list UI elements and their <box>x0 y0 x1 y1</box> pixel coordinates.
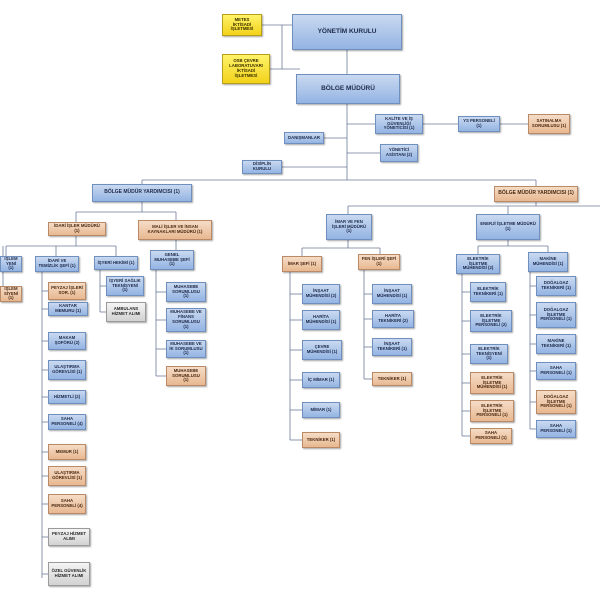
node-fen-sefi: FEN İŞLERİ ŞEFİ (1) <box>358 254 400 270</box>
node-elektrik-tek-2: ELEKTRİK TEKNİSYENİ (1) <box>470 344 508 364</box>
node-harita-muh: HARİTA MÜHENDİSİ (1) <box>302 310 340 330</box>
node-disiplin: DİSİPLİN KURULU <box>242 160 282 174</box>
node-mimar: MİMAR (1) <box>302 402 340 418</box>
node-danismanlar: DANIŞMANLAR <box>284 132 324 144</box>
node-l2: İŞLEM SİYENİ (1) <box>0 286 22 302</box>
node-ambulans: AMBULANS HİZMET ALIMI <box>106 302 146 322</box>
node-dogalgaz-per-2: DOĞALGAZ İŞLETME PERSONELİ (1) <box>536 390 576 414</box>
node-l1: İŞLEM YENİ (1) <box>0 256 22 272</box>
node-muhasebe-sor: MUHASEBE SORUMLUSU (1) <box>166 282 206 302</box>
node-elektrik-muh: ELEKTRİK İŞLETME MÜHENDİSİ (2) <box>456 254 500 274</box>
node-insaat-tek: İNŞAAT TEKNİKERİ (1) <box>372 338 412 356</box>
node-ys-personeli: YS PERSONELİ (1) <box>458 116 500 132</box>
node-osb: OSB ÇEVRE LABORATUVARI İKTİSADİ İŞLETMES… <box>222 54 270 84</box>
node-enerji-mudur: ENERJİ İŞLETME MÜDÜRÜ (1) <box>476 214 540 240</box>
node-metes: METES İKTİSADİ İŞLETMESİ <box>222 14 262 36</box>
node-makine-tek: MAKİNE TEKNİKERİ (1) <box>536 334 576 354</box>
node-harita-tek: HARİTA TEKNİKERİ (2) <box>372 310 414 328</box>
node-ozel-guvenlik: ÖZEL GÜVENLİK HİZMET ALIMI <box>48 562 90 586</box>
node-muhasebe-finans: MUHASEBE VE FİNANS SORUMLUSU (1) <box>166 308 206 332</box>
node-muhasebe-per: MUHASEBE SORUMLUSU (1) <box>166 366 206 386</box>
node-memur: MEMUR (1) <box>48 444 86 460</box>
node-insaat-muh-2: İNŞAAT MÜHENDİSİ (1) <box>372 284 412 304</box>
node-makam: MAKAM ŞOFÖRÜ (2) <box>48 332 86 350</box>
node-tekniker-2: TEKNİKER (1) <box>372 372 412 386</box>
node-saha-3: SAHA PERSONELİ (1) <box>470 428 512 444</box>
node-yonetim-kurulu: YÖNETİM KURULU <box>292 14 402 50</box>
node-saglik-teknisyeni: İŞYERİ SAĞLIK TEKNİSYENİ (1) <box>106 276 144 296</box>
node-saha-5: SAHA PERSONELİ (1) <box>536 420 576 438</box>
node-muhasebe-ik: MUHASEBE VE İK SORUMLUSU (1) <box>166 340 206 358</box>
node-asistan: YÖNETİCİ ASİSTANI (2) <box>380 144 418 162</box>
node-saha-1: SAHA PERSONELİ (4) <box>48 414 86 430</box>
node-bolge-muduru: BÖLGE MÜDÜRÜ <box>296 74 400 104</box>
node-peyzaj-sor: PEYZAJ İŞLERİ SOR. (1) <box>48 282 86 300</box>
node-isyeri-hekimi: İŞYERİ HEKİMİ (1) <box>94 256 138 270</box>
node-muhasebe-sefi: GENEL MUHASEBE ŞEFİ (1) <box>150 250 194 270</box>
node-kalite: KALİTE VE İŞ GÜVENLİĞİ YÖNETİCİSİ (1) <box>375 114 423 134</box>
node-ic-mimar: İÇ MİMAR (1) <box>302 372 340 388</box>
node-kantar: KANTAR MEMURU (1) <box>48 302 88 316</box>
node-ulastirma-1: ULAŞTIRMA GÖREVLİSİ (1) <box>48 360 86 380</box>
node-imar-mudur: İMAR VE FEN İŞLERİ MÜDÜRÜ (1) <box>326 214 372 240</box>
node-idari-mudur: İDARİ İŞLER MÜDÜRÜ (1) <box>48 222 106 236</box>
node-ulastirma-2: ULAŞTIRMA GÖREVLİSİ (1) <box>48 466 86 486</box>
node-insaat-muh-1: İNŞAAT MÜHENDİSİ (2) <box>302 284 340 304</box>
node-dogalgaz-per-1: DOĞALGAZ İŞLETME PERSONELİ (1) <box>536 302 576 328</box>
node-imar-sefi: İMAR ŞEFİ (1) <box>282 256 322 272</box>
node-elektrik-per-2: ELEKTRİK İŞLETME PERSONELİ (1) <box>470 400 514 422</box>
node-elektrik-tek-1: ELEKTRİK TEKNİKERİ (1) <box>470 282 506 302</box>
node-makine-muh: MAKİNE MÜHENDİSİ (1) <box>528 252 568 272</box>
node-hizmetli: HİZMETLİ (2) <box>48 390 86 404</box>
node-bmy-1: BÖLGE MÜDÜR YARDIMCISI (1) <box>92 184 192 202</box>
node-peyzaj-hizmet: PEYZAJ HİZMET ALIMI <box>48 528 90 546</box>
node-tekniker-1: TEKNİKER (1) <box>302 432 340 448</box>
node-dogalgaz-tek: DOĞALGAZ TEKNİKERİ (1) <box>536 276 576 296</box>
node-elektrik-per-1: ELEKTRİK İŞLETME PERSONELİ (2) <box>470 310 512 332</box>
node-satinalma: SATINALMA SORUMLUSU (1) <box>528 114 570 134</box>
node-cevre-muh: ÇEVRE MÜHENDİSİ (1) <box>302 340 342 360</box>
node-bmy-2: BÖLGE MÜDÜR YARDIMCISI (1) <box>494 186 578 202</box>
node-idari-sef: İDARİ VE TEMİZLİK ŞEFİ (1) <box>35 256 79 272</box>
node-elektrik-muh-2: ELEKTRİK İŞLETME MÜHENDİSİ (1) <box>470 372 514 394</box>
node-mali-mudur: MALİ İŞLER VE İNSAN KAYNAKLARI MÜDÜRÜ (1… <box>138 220 212 240</box>
node-saha-4: SAHA PERSONELİ (1) <box>536 362 576 380</box>
node-saha-2: SAHA PERSONELİ (4) <box>48 494 86 514</box>
